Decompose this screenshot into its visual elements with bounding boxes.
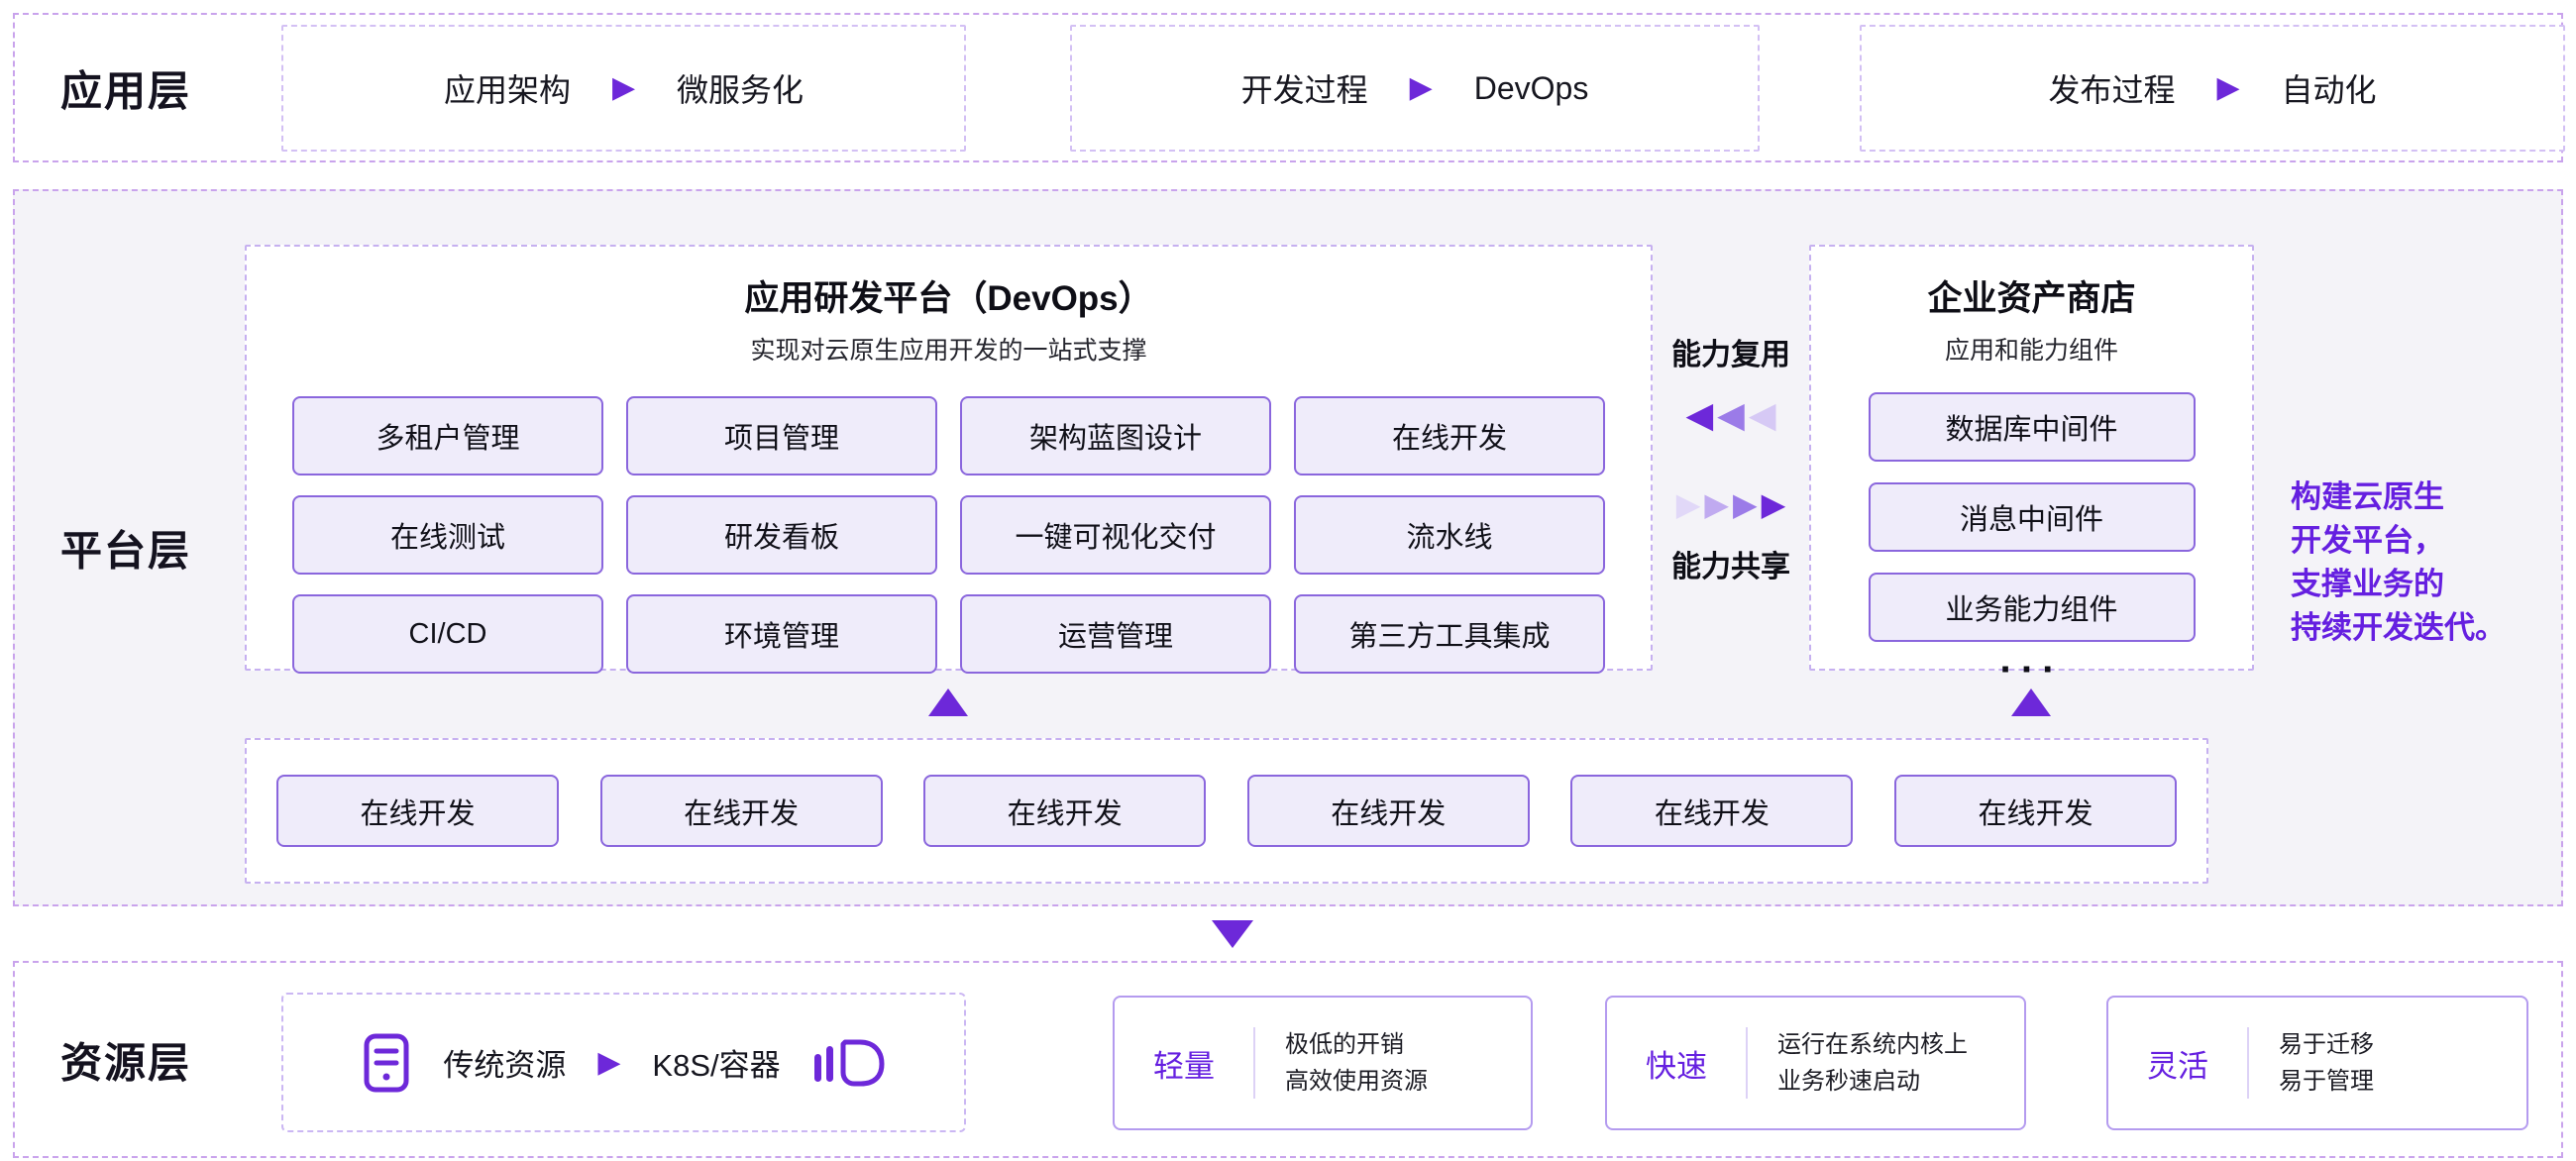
flow-from-label: 开发过程 xyxy=(1240,72,1368,108)
resource-layer: 资源层 传统资源 ▶ K8S/容器 xyxy=(13,961,2563,1158)
asset-pill: 数据库中间件 xyxy=(1868,392,2196,462)
resource-flow-box: 传统资源 ▶ K8S/容器 xyxy=(281,993,966,1132)
arrows-left-icon: ◀ ◀ ◀ xyxy=(1685,397,1775,433)
feature-flexible: 灵活 易于迁移 易于管理 xyxy=(2106,996,2528,1130)
arrow-right-icon: ▶ xyxy=(597,1045,621,1079)
devops-panel-subtitle: 实现对云原生应用开发的一站式支撑 xyxy=(750,337,1147,365)
arrow-right-icon: ▶ xyxy=(611,71,636,104)
feature-title: 快速 xyxy=(1646,1048,1707,1084)
platform-layer: 平台层 应用研发平台（DevOps） 实现对云原生应用开发的一站式支撑 多租户管… xyxy=(13,189,2563,906)
asset-store-subtitle: 应用和能力组件 xyxy=(1944,337,2118,365)
feature-title: 轻量 xyxy=(1153,1048,1215,1084)
resource-from-label: 传统资源 xyxy=(443,1048,567,1083)
feature-title: 灵活 xyxy=(2147,1048,2208,1084)
base-service-pill: 在线开发 xyxy=(923,775,1207,847)
divider xyxy=(1746,1027,1748,1099)
arrows-right-icon: ▶ ▶ ▶ ▶ xyxy=(1676,488,1785,520)
base-service-pill: 在线开发 xyxy=(1893,775,2177,847)
feature-fast: 快速 运行在系统内核上 业务秒速启动 xyxy=(1605,996,2026,1130)
capability-pill: 架构蓝图设计 xyxy=(960,396,1271,475)
asset-store-panel: 企业资产商店 应用和能力组件 数据库中间件 消息中间件 业务能力组件 ··· xyxy=(1809,245,2254,689)
ellipsis-more-indicator: ··· xyxy=(1999,648,2064,691)
asset-store-items: 数据库中间件 消息中间件 业务能力组件 xyxy=(1868,392,2196,642)
capability-pill: 一键可视化交付 xyxy=(960,495,1271,575)
platform-layer-label: 平台层 xyxy=(60,527,192,575)
left-arrow-icon: ◀ xyxy=(1685,394,1714,435)
up-arrow-icon xyxy=(2011,688,2051,716)
application-layer: 应用层 应用架构 ▶ 微服务化 开发过程 ▶ DevOps 发布过程 ▶ 自动化 xyxy=(13,13,2565,162)
devops-platform-panel: 应用研发平台（DevOps） 实现对云原生应用开发的一站式支撑 多租户管理 项目… xyxy=(245,245,1653,674)
feature-line: 易于迁移 xyxy=(2279,1030,2374,1058)
capability-share-label: 能力共享 xyxy=(1671,551,1790,583)
divider xyxy=(2247,1027,2249,1099)
feature-description: 易于迁移 易于管理 xyxy=(2279,1026,2374,1100)
down-arrow-icon xyxy=(1212,920,1253,948)
asset-pill: 业务能力组件 xyxy=(1868,573,2196,642)
app-flow-release: 发布过程 ▶ 自动化 xyxy=(1860,25,2565,152)
feature-line: 运行在系统内核上 xyxy=(1777,1030,1968,1058)
base-service-pill: 在线开发 xyxy=(599,775,883,847)
base-service-pill: 在线开发 xyxy=(1570,775,1854,847)
feature-line: 极低的开销 xyxy=(1285,1030,1404,1058)
devops-capability-grid: 多租户管理 项目管理 架构蓝图设计 在线开发 在线测试 研发看板 一键可视化交付… xyxy=(292,396,1605,674)
flow-from-label: 应用架构 xyxy=(443,72,571,108)
capability-pill: 第三方工具集成 xyxy=(1294,594,1605,674)
app-flow-devprocess: 开发过程 ▶ DevOps xyxy=(1070,25,1760,152)
capability-pill: 项目管理 xyxy=(626,396,937,475)
container-icon xyxy=(812,1034,886,1092)
resource-layer-label: 资源层 xyxy=(60,1039,192,1086)
right-arrow-icon: ▶ xyxy=(1733,486,1758,522)
flow-to-label: 微服务化 xyxy=(677,72,805,108)
capability-reuse-label: 能力复用 xyxy=(1671,339,1790,371)
capability-pill: CI/CD xyxy=(292,594,603,674)
feature-lightweight: 轻量 极低的开销 高效使用资源 xyxy=(1113,996,1533,1130)
capability-exchange: 能力复用 ◀ ◀ ◀ ▶ ▶ ▶ ▶ 能力共享 xyxy=(1653,245,1809,671)
capability-pill: 流水线 xyxy=(1294,495,1605,575)
left-arrow-icon: ◀ xyxy=(1717,394,1745,435)
asset-store-title: 企业资产商店 xyxy=(1927,279,2136,318)
capability-pill: 在线测试 xyxy=(292,495,603,575)
capability-pill: 运营管理 xyxy=(960,594,1271,674)
flow-to-label: DevOps xyxy=(1473,69,1589,106)
app-flow-architecture: 应用架构 ▶ 微服务化 xyxy=(281,25,966,152)
arrow-right-icon: ▶ xyxy=(2216,71,2240,104)
feature-line: 易于管理 xyxy=(2279,1068,2374,1095)
divider xyxy=(1253,1027,1255,1099)
devops-panel-title: 应用研发平台（DevOps） xyxy=(744,279,1153,318)
feature-description: 极低的开销 高效使用资源 xyxy=(1285,1026,1428,1100)
arrow-right-icon: ▶ xyxy=(1409,71,1433,104)
base-service-pill: 在线开发 xyxy=(276,775,559,847)
platform-side-note: 构建云原生 开发平台， 支撑业务的 持续开发迭代。 xyxy=(2291,479,2506,646)
feature-line: 业务秒速启动 xyxy=(1777,1068,1920,1095)
capability-pill: 研发看板 xyxy=(626,495,937,575)
flow-from-label: 发布过程 xyxy=(2048,72,2176,108)
feature-line: 高效使用资源 xyxy=(1285,1068,1428,1095)
right-arrow-icon: ▶ xyxy=(1761,486,1786,522)
asset-pill: 消息中间件 xyxy=(1868,482,2196,552)
capability-pill: 环境管理 xyxy=(626,594,937,674)
left-arrow-icon: ◀ xyxy=(1748,394,1776,435)
flow-to-label: 自动化 xyxy=(2281,72,2377,108)
right-arrow-icon: ▶ xyxy=(1704,486,1729,522)
right-arrow-icon: ▶ xyxy=(1675,486,1701,522)
up-arrow-icon xyxy=(928,688,968,716)
base-service-pill: 在线开发 xyxy=(1246,775,1530,847)
resource-to-label: K8S/容器 xyxy=(652,1048,781,1083)
feature-description: 运行在系统内核上 业务秒速启动 xyxy=(1777,1026,1968,1100)
server-icon xyxy=(362,1033,411,1093)
application-layer-label: 应用层 xyxy=(60,67,192,114)
capability-pill: 在线开发 xyxy=(1294,396,1605,475)
capability-pill: 多租户管理 xyxy=(292,396,603,475)
base-services-box: 在线开发 在线开发 在线开发 在线开发 在线开发 在线开发 xyxy=(245,738,2208,884)
